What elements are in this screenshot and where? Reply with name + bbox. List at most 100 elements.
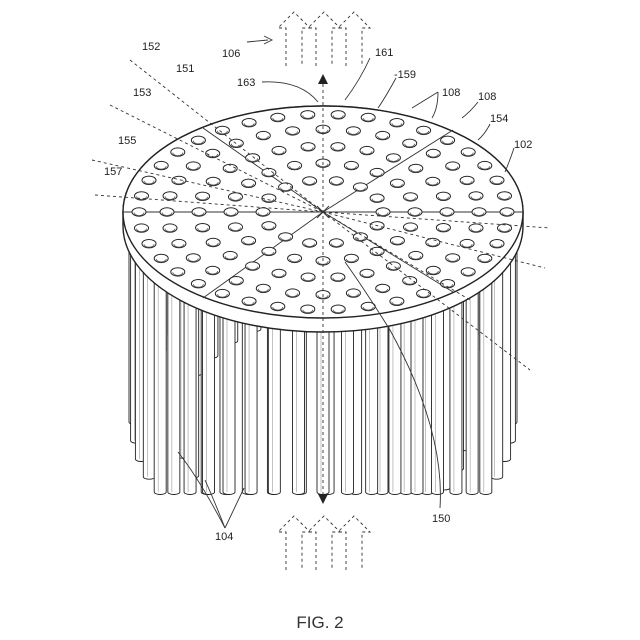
vent-hole: [242, 237, 256, 245]
vent-hole: [346, 127, 360, 135]
vent-hole: [409, 164, 423, 172]
vent-hole: [272, 269, 286, 277]
vent-hole: [329, 177, 343, 185]
vent-hole: [229, 223, 243, 231]
vent-hole: [498, 192, 512, 200]
vent-hole: [386, 262, 400, 270]
vent-hole: [331, 143, 345, 151]
vent-hole: [460, 239, 474, 247]
vent-hole: [163, 192, 177, 200]
vent-hole: [360, 146, 374, 154]
vent-hole: [132, 208, 146, 216]
label-108-b: 108: [478, 91, 496, 103]
label-159: -159: [394, 69, 416, 81]
pin-fin: [366, 307, 378, 495]
vent-hole: [186, 254, 200, 262]
pin-fin: [466, 272, 478, 495]
vent-hole: [229, 277, 243, 285]
vent-hole: [256, 131, 270, 139]
vent-hole: [154, 161, 168, 169]
figure-caption: FIG. 2: [296, 613, 343, 632]
vent-hole: [390, 297, 404, 305]
label-108-a: 108: [442, 87, 460, 99]
vent-hole: [246, 262, 260, 270]
vent-hole: [206, 266, 220, 274]
pin-fin: [143, 250, 155, 480]
vent-hole: [490, 176, 504, 184]
vent-hole: [370, 247, 384, 255]
vent-hole: [436, 192, 450, 200]
label-157: 157: [104, 166, 122, 178]
vent-hole: [160, 208, 174, 216]
vent-hole: [224, 208, 238, 216]
vent-hole: [256, 208, 270, 216]
label-154: 154: [490, 113, 508, 125]
vent-hole: [344, 254, 358, 262]
vent-hole: [142, 240, 156, 248]
label-155: 155: [118, 135, 136, 147]
vent-hole: [171, 148, 185, 156]
vent-hole: [262, 222, 276, 230]
vent-hole: [404, 193, 418, 201]
vent-hole: [426, 177, 440, 185]
pin-fin: [268, 307, 280, 495]
vent-hole: [142, 176, 156, 184]
vent-hole: [460, 176, 474, 184]
vent-hole: [172, 176, 186, 184]
vent-hole: [286, 127, 300, 135]
vent-hole: [206, 177, 220, 185]
vent-hole: [163, 224, 177, 232]
vent-hole: [196, 192, 210, 200]
vent-hole: [331, 305, 345, 313]
vent-hole: [186, 162, 200, 170]
vent-hole: [403, 139, 417, 147]
label-161: 161: [375, 47, 393, 59]
pin-fin: [342, 309, 354, 494]
vent-hole: [242, 119, 256, 127]
vent-hole: [301, 273, 315, 281]
vent-hole: [223, 251, 237, 259]
label-163: 163: [237, 77, 255, 89]
vent-hole: [192, 208, 206, 216]
vent-hole: [469, 192, 483, 200]
vent-hole: [242, 297, 256, 305]
pin-fin: [480, 261, 492, 495]
vent-hole: [500, 208, 514, 216]
vent-hole: [417, 126, 431, 134]
vent-hole: [191, 280, 205, 288]
vent-hole: [426, 149, 440, 157]
pin-fin: [411, 297, 423, 495]
vent-hole: [331, 111, 345, 119]
vent-hole: [386, 154, 400, 162]
vent-hole: [206, 238, 220, 246]
vent-hole: [360, 269, 374, 277]
pin-fin: [450, 281, 462, 494]
label-151: 151: [176, 63, 194, 75]
vent-hole: [303, 177, 317, 185]
vent-hole: [135, 192, 149, 200]
label-152: 152: [142, 41, 160, 53]
vent-hole: [279, 233, 293, 241]
label-150: 150: [432, 513, 450, 525]
vent-hole: [262, 247, 276, 255]
vent-hole: [370, 168, 384, 176]
vent-hole: [426, 238, 440, 246]
vent-hole: [478, 161, 492, 169]
vent-hole: [461, 148, 475, 156]
vent-hole: [303, 239, 317, 247]
vent-hole: [461, 268, 475, 276]
vent-hole: [154, 254, 168, 262]
vent-hole: [370, 194, 384, 202]
vent-hole: [446, 254, 460, 262]
label-106: 106: [222, 48, 240, 60]
vent-hole: [390, 119, 404, 127]
vent-hole: [440, 208, 454, 216]
vent-hole: [286, 289, 300, 297]
dashed-up-arrow-icon: [278, 12, 370, 66]
vent-hole: [172, 239, 186, 247]
vent-hole: [301, 111, 315, 119]
vent-hole: [426, 266, 440, 274]
vent-hole: [215, 289, 229, 297]
vent-hole: [331, 273, 345, 281]
